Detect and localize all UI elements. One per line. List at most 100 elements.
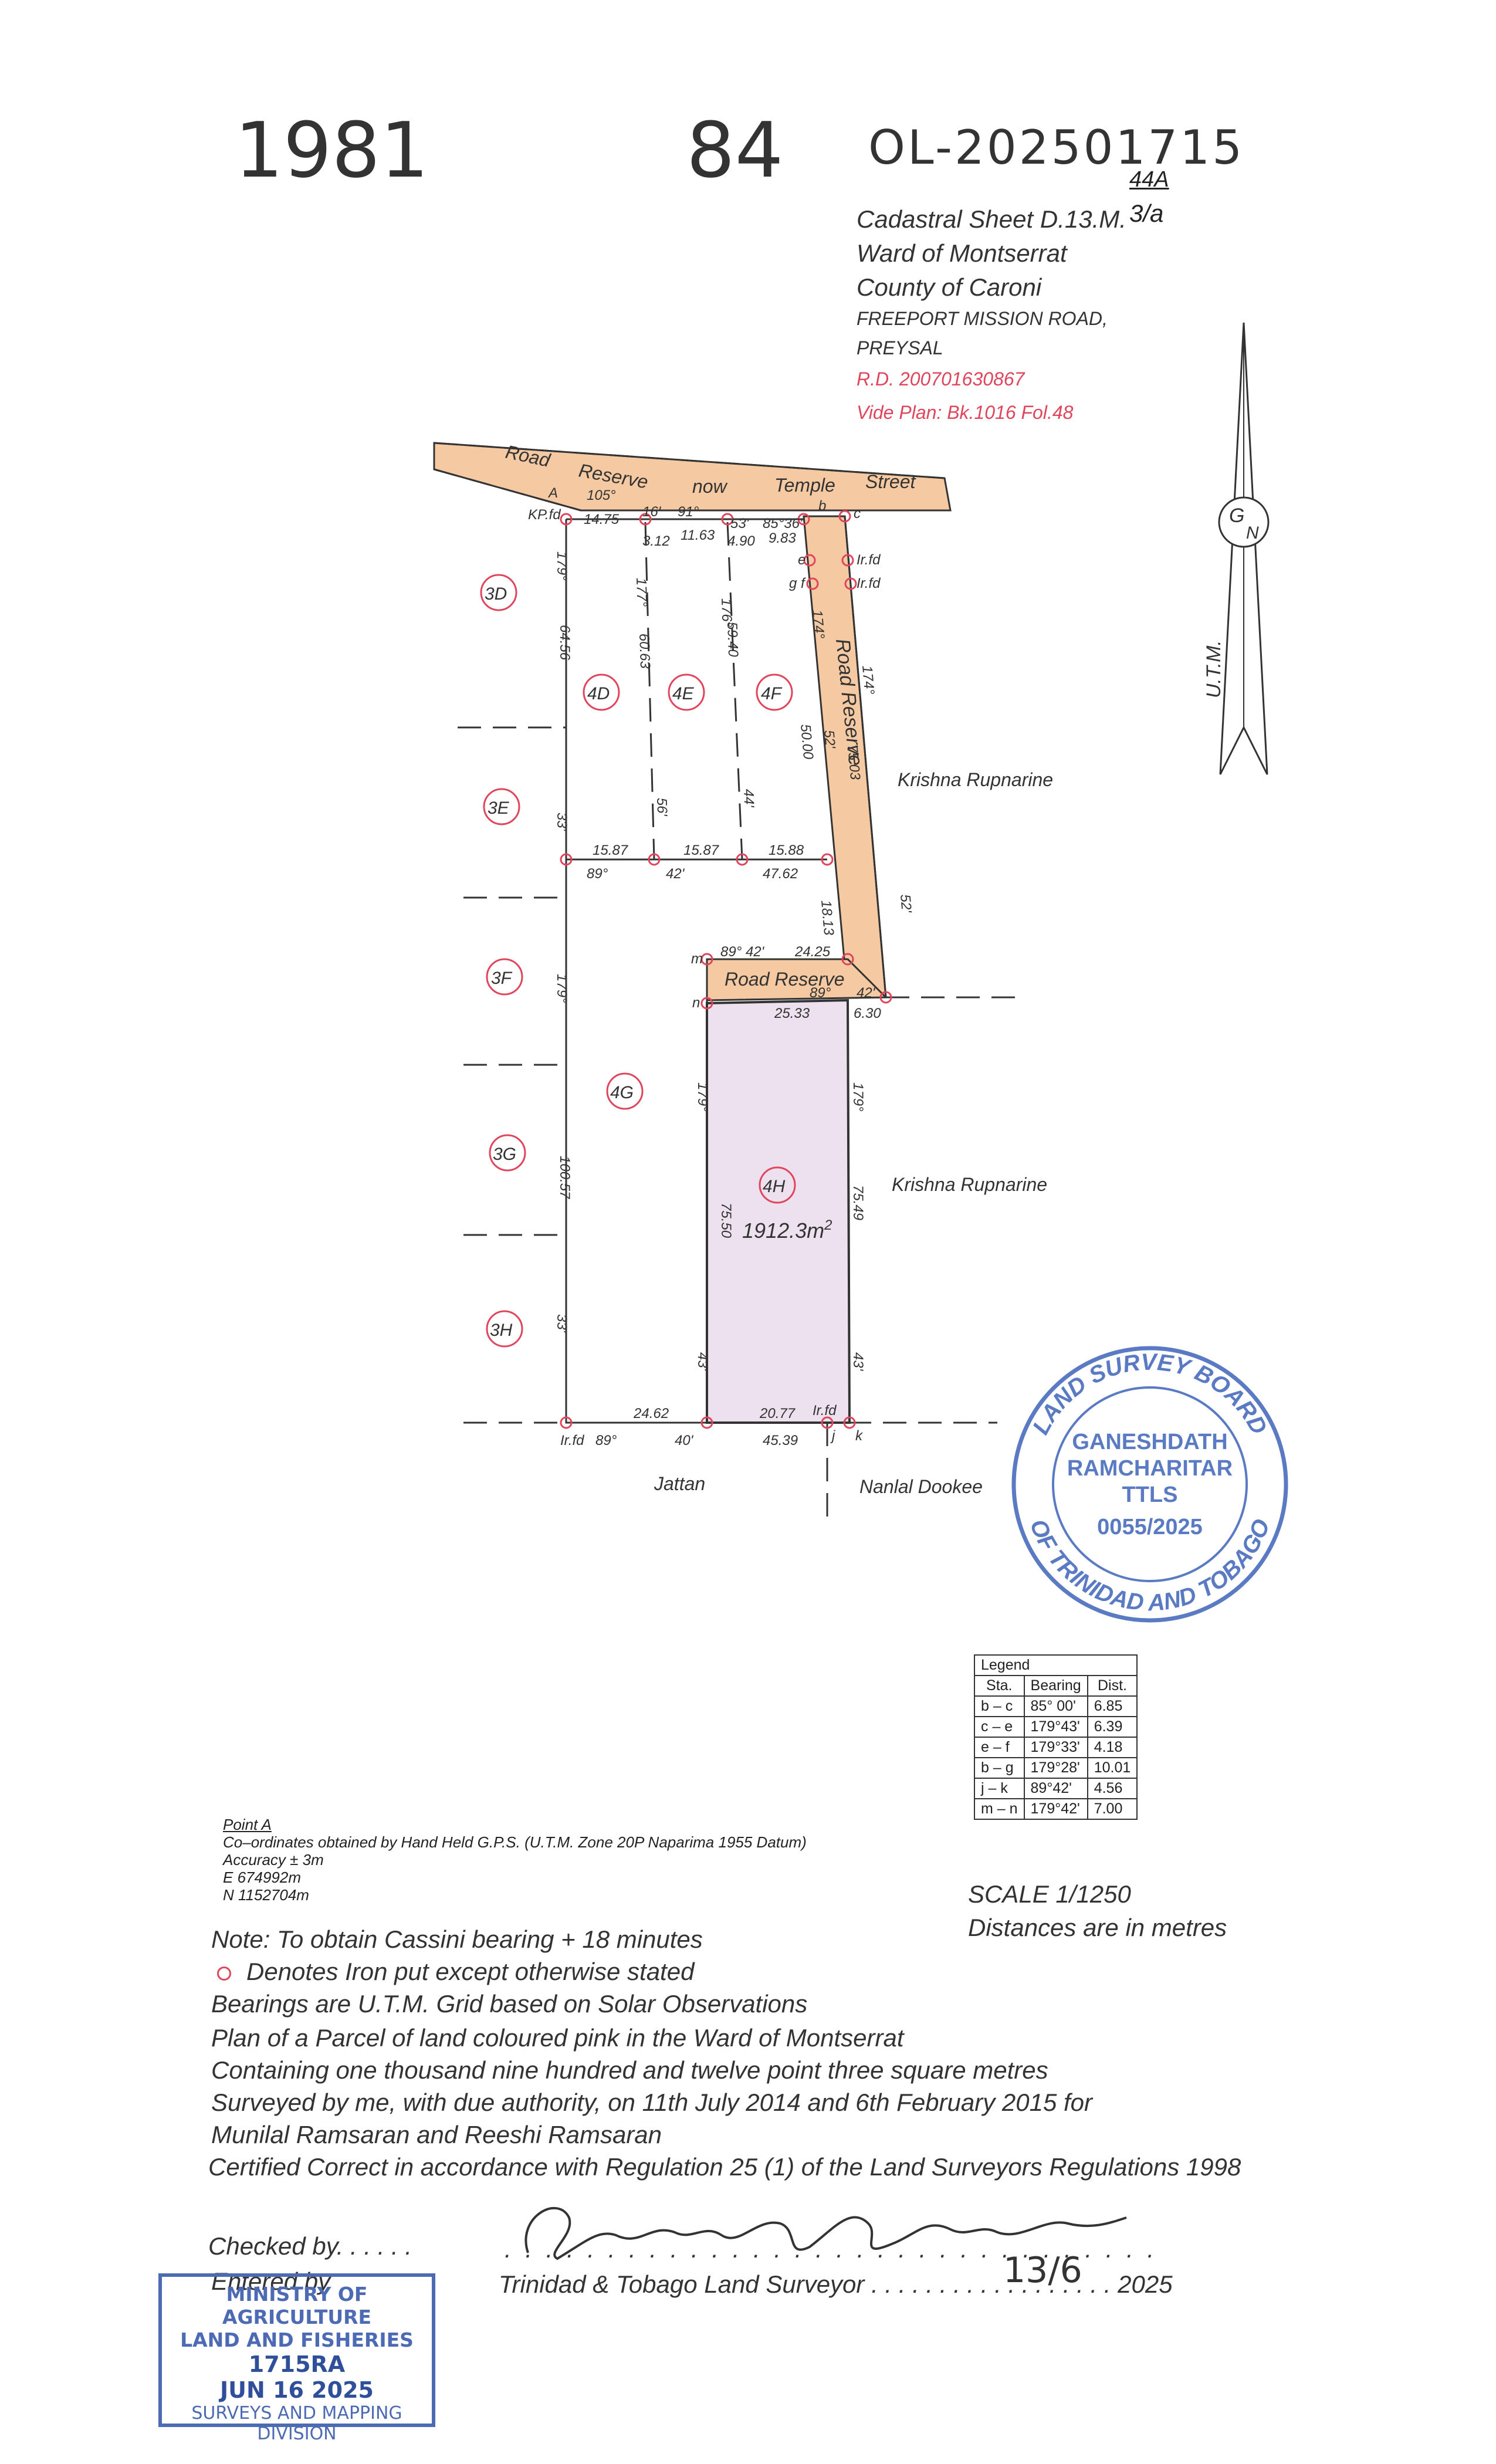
point-a-easting: E 674992m — [223, 1869, 301, 1886]
dim: 9.83 — [769, 530, 796, 546]
note-cassini: Note: To obtain Cassini bearing + 18 min… — [211, 1925, 703, 1953]
checked-by: Checked by. . . . . . — [208, 2232, 412, 2260]
grid-north-g: G — [1229, 505, 1244, 527]
dim: 52' — [821, 729, 838, 750]
point-b: b — [818, 498, 826, 514]
dim: 42' — [857, 985, 876, 1001]
dim: 16' — [642, 504, 662, 520]
street-word-temple: Temple — [774, 475, 835, 496]
dim: 105° — [587, 488, 616, 503]
dim: 15.87 — [683, 842, 720, 858]
lot-4e: 4E — [672, 684, 695, 703]
dim: 59.40 — [724, 621, 741, 658]
dim: 33' — [554, 813, 570, 832]
dim: 42' — [666, 866, 685, 882]
point-n: n — [692, 995, 700, 1011]
signature-dots: . . . . . . . . . . . . . . . . . . . . … — [505, 2235, 1158, 2263]
dim: 47.62 — [763, 866, 798, 882]
note-iron: Denotes Iron put except otherwise stated — [217, 1958, 694, 1986]
point-g: g — [789, 576, 797, 591]
lot-3d: 3D — [485, 584, 507, 604]
seal-name-3: TTLS — [1122, 1483, 1178, 1507]
ministry-stamp-line-2: LAND AND FISHERIES — [180, 2328, 414, 2351]
dim: 85°36' — [763, 516, 803, 532]
point-c: c — [854, 506, 861, 522]
dim: 25.33 — [774, 1006, 810, 1021]
surveyor-signature — [524, 2206, 1127, 2260]
dim: 11.63 — [681, 527, 715, 543]
dim: 50.00 — [797, 723, 816, 760]
dim: 89° 42' — [720, 944, 765, 960]
dim: 43' — [695, 1352, 710, 1372]
dim: 56' — [654, 797, 670, 817]
ministry-stamp-line-4: DIVISION — [257, 2424, 337, 2444]
ministry-stamp-handwritten: 1715RA — [248, 2351, 346, 2377]
street-word-street: Street — [865, 471, 916, 492]
point-f: f — [801, 576, 806, 591]
county: County of Caroni — [857, 273, 1042, 301]
dim: 174° — [859, 665, 877, 695]
point-m: m — [691, 951, 703, 967]
dim: 174° — [809, 609, 827, 639]
legend-header-distance: Dist. — [1087, 1675, 1138, 1697]
land-survey-board-seal: LAND SURVEY BOARD OF TRINIDAD AND TOBAGO… — [1011, 1346, 1288, 1623]
sheet-number-top: 44A — [1129, 167, 1169, 192]
note-plan: Plan of a Parcel of land coloured pink i… — [211, 2024, 904, 2052]
rd-number: R.D. 200701630867 — [857, 368, 1025, 390]
cadastral-sheet: Cadastral Sheet D.13.M. — [857, 205, 1126, 233]
legend-header-station: Sta. — [974, 1675, 1025, 1697]
dim: 89° — [587, 866, 608, 882]
place-name: PREYSAL — [857, 337, 943, 358]
lot-3h: 3H — [490, 1321, 513, 1340]
dim: 179° — [695, 1082, 710, 1112]
point-e: e — [798, 552, 805, 568]
point-k: k — [855, 1428, 864, 1444]
dim: 18.13 — [818, 899, 837, 936]
lot-4g: 4G — [610, 1083, 634, 1102]
dim: 4.90 — [727, 533, 755, 549]
note-containing: Containing one thousand nine hundred and… — [211, 2056, 1048, 2084]
note-bearings: Bearings are U.T.M. Grid based on Solar … — [211, 1990, 808, 2018]
dim: 75.03 — [844, 744, 863, 781]
neighbour-nanlal: Nanlal Dookee — [859, 1476, 983, 1497]
ministry-stamp-line-1: MINISTRY OF AGRICULTURE — [222, 2283, 372, 2328]
dim: 24.62 — [633, 1406, 669, 1421]
parcel-area: 1912.3m2 — [742, 1217, 832, 1243]
dim: 176° — [718, 598, 735, 628]
grid-north-n: N — [1246, 523, 1259, 543]
dim: 179° — [554, 974, 570, 1003]
dim: 24.25 — [794, 944, 831, 960]
iron-marker-icon — [217, 1966, 231, 1981]
dim: 89° — [810, 985, 831, 1001]
dim: 53' — [730, 516, 750, 532]
point-a: A — [547, 485, 558, 501]
neighbour-krishna-south: Krishna Rupnarine — [892, 1174, 1047, 1195]
scale: SCALE 1/1250 — [968, 1880, 1131, 1908]
seal-name-1: GANESHDATH — [1072, 1430, 1227, 1454]
point-a-coordinates: Co–ordinates obtained by Hand Held G.P.S… — [223, 1833, 807, 1851]
lot-4h: 4H — [763, 1177, 786, 1196]
signature-date: 13/6 — [1003, 2250, 1082, 2291]
ministry-stamp: MINISTRY OF AGRICULTURE LAND AND FISHERI… — [158, 2273, 435, 2444]
lot-3g: 3G — [493, 1145, 516, 1164]
dim: 40' — [675, 1433, 694, 1448]
dim: 44' — [740, 788, 757, 808]
lot-4f: 4F — [761, 684, 783, 703]
dim: 3.12 — [642, 533, 670, 549]
dim: 43' — [850, 1352, 866, 1372]
dim: 91° — [678, 504, 699, 520]
dim: 75.50 — [718, 1203, 734, 1238]
handwritten-number-middle: 84 — [686, 106, 784, 195]
utm-label: U.T.M. — [1203, 640, 1225, 698]
vide-plan: Vide Plan: Bk.1016 Fol.48 — [857, 402, 1074, 423]
road-reserve-horizontal-label: Road Reserve — [725, 969, 845, 990]
entered-by: Entered by — [211, 2267, 331, 2295]
point-a-title: Point A — [223, 1816, 272, 1833]
neighbour-krishna-north: Krishna Rupnarine — [898, 769, 1053, 790]
